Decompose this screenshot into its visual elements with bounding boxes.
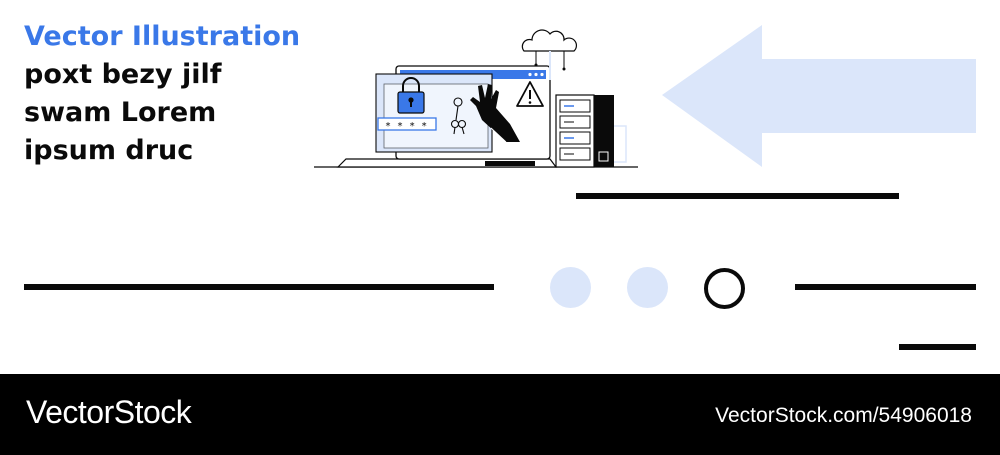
password-mask: * * * * <box>385 121 427 132</box>
pager-dot-2 <box>627 267 668 308</box>
server-icon <box>555 94 627 168</box>
heading-line-1: poxt bezy jilf <box>24 59 222 90</box>
padlock-icon <box>397 77 425 114</box>
stock-id: VectorStock.com/54906018 <box>715 404 972 427</box>
divider-bar-right <box>795 284 976 290</box>
left-arrow-icon <box>662 25 976 167</box>
heading-accent: Vector Illustration <box>24 21 301 52</box>
heading-line-2: swam Lorem <box>24 97 217 128</box>
cloud-icon <box>521 29 578 80</box>
divider-bar-upper <box>576 193 899 199</box>
pager-ring <box>704 268 745 309</box>
divider-bar-short <box>899 344 976 350</box>
heading-block: Vector Illustration poxt bezy jilf swam … <box>24 18 300 170</box>
hand-icon <box>470 84 520 143</box>
keys-icon <box>450 97 467 135</box>
pager-dot-1 <box>550 267 591 308</box>
warning-icon <box>516 81 544 107</box>
cyber-security-illustration: * * * * <box>314 29 638 168</box>
footer-banner: VectorStock VectorStock.com/54906018 <box>0 374 1000 455</box>
brand-logo: VectorStock <box>26 394 192 430</box>
heading-line-3: ipsum druc <box>24 135 194 166</box>
divider-bar-left <box>24 284 494 290</box>
